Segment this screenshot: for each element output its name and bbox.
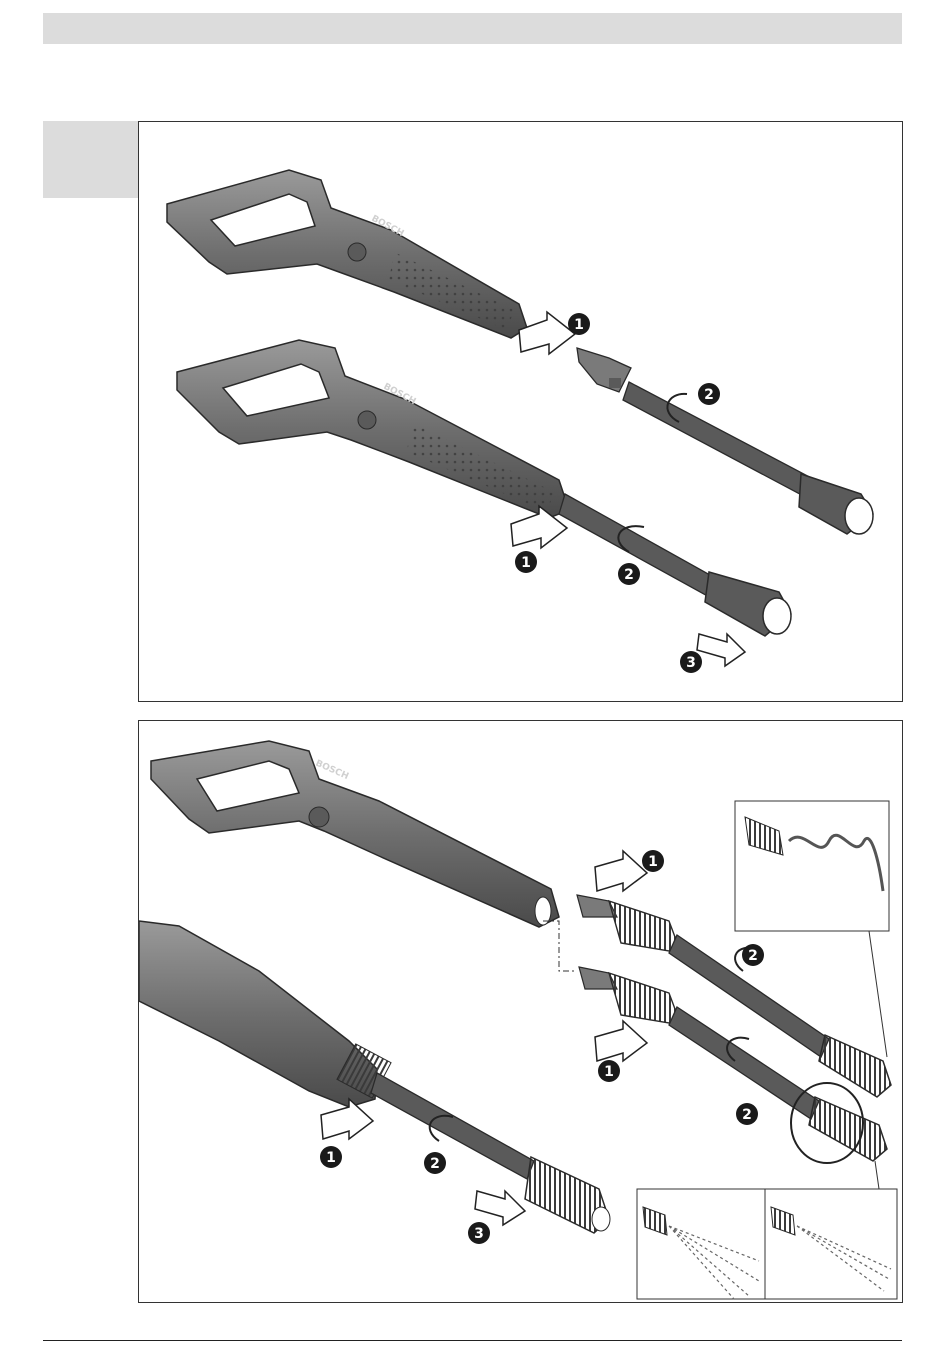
step-marker-1-upper: 1 (642, 850, 664, 872)
step-marker-1-middle: 1 (598, 1060, 620, 1082)
svg-text:2: 2 (742, 1107, 752, 1123)
insert-arrow-upper (519, 312, 575, 354)
spray-gun-lower: BOSCH (177, 340, 569, 518)
svg-text:2: 2 (624, 567, 634, 583)
step-marker-2-middle: 2 (736, 1103, 758, 1125)
lance-upper (577, 348, 873, 534)
insert-arrow-upper (595, 851, 647, 891)
step-marker-2-lower: 2 (618, 563, 640, 585)
inset-pointer (875, 1161, 879, 1189)
inset-spiral-detail (735, 801, 889, 931)
step-marker-2-upper: 2 (742, 944, 764, 966)
pull-arrow-lower (475, 1191, 525, 1225)
step-marker-2-upper: 2 (698, 383, 720, 405)
assembly-panel-nozzle: BOSCH (138, 720, 903, 1303)
footer-rule (43, 1340, 902, 1341)
pull-arrow-lower (697, 634, 745, 666)
spray-gun-upper: BOSCH (151, 741, 559, 927)
lance-lower (559, 494, 791, 636)
spray-gun-upper: BOSCH (167, 170, 527, 338)
svg-text:3: 3 (686, 655, 696, 671)
section-tab (43, 121, 138, 198)
assembly-panel-lance: BOSCH BOSCH (138, 121, 903, 702)
panel-1-illustration: BOSCH BOSCH (139, 122, 903, 702)
svg-text:1: 1 (604, 1064, 614, 1080)
svg-text:1: 1 (574, 317, 584, 333)
svg-text:2: 2 (704, 387, 714, 403)
svg-text:1: 1 (648, 854, 658, 870)
step-marker-1-lower: 1 (515, 551, 537, 573)
step-marker-3-lower: 3 (468, 1222, 490, 1244)
svg-text:3: 3 (474, 1226, 484, 1242)
step-marker-3-lower: 3 (680, 651, 702, 673)
step-marker-2-lower: 2 (424, 1152, 446, 1174)
panel-2-illustration: BOSCH (139, 721, 903, 1303)
spray-gun-lower (139, 921, 391, 1107)
insert-arrow-middle (595, 1021, 647, 1061)
header-bar (43, 13, 902, 44)
svg-text:1: 1 (521, 555, 531, 571)
step-marker-1-lower: 1 (320, 1146, 342, 1168)
svg-text:1: 1 (326, 1150, 336, 1166)
inset-spray-patterns (637, 1189, 897, 1299)
guide-line (543, 921, 575, 971)
inset-pointer (869, 931, 887, 1057)
svg-text:2: 2 (748, 948, 758, 964)
svg-text:2: 2 (430, 1156, 440, 1172)
step-marker-1-upper: 1 (568, 313, 590, 335)
